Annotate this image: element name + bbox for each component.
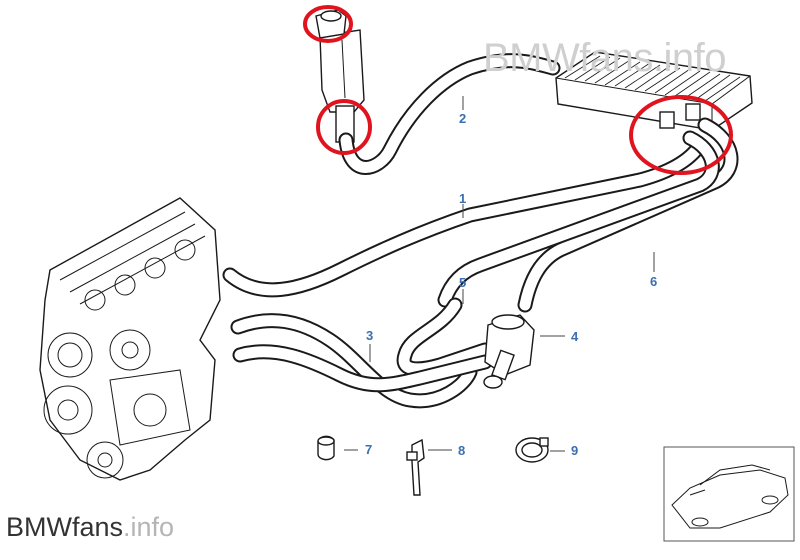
vehicle-thumbnail	[663, 446, 795, 542]
hose-6	[437, 117, 739, 313]
watermark-bottom-main: BMWfans	[6, 512, 124, 542]
callout-6: 6	[650, 274, 657, 289]
callout-8: 8	[458, 443, 465, 458]
highlight-ring-heater-ports	[629, 95, 733, 175]
watermark-bottom-suffix: .info	[123, 512, 175, 542]
callout-5: 5	[459, 275, 466, 290]
hose-5	[396, 297, 493, 377]
callout-2: 2	[459, 111, 466, 126]
callout-7: 7	[365, 442, 372, 457]
highlight-ring-tank-cap	[303, 5, 353, 43]
callout-4: 4	[571, 329, 579, 344]
hose-1	[222, 137, 708, 298]
callout-1: 1	[459, 191, 466, 206]
leader-lines	[344, 96, 655, 452]
heater-core	[555, 51, 753, 131]
clip-8	[406, 438, 425, 496]
watermark-bottom: BMWfans.info	[6, 512, 174, 543]
callout-9: 9	[571, 443, 578, 458]
hose-clamp-9	[515, 437, 549, 463]
highlight-ring-tank-outlet	[316, 99, 372, 155]
water-valve	[483, 314, 535, 389]
clamp-7	[317, 435, 335, 461]
watermark-top: BMWfans.info	[483, 36, 726, 80]
engine-block	[39, 197, 221, 481]
callout-3: 3	[366, 328, 373, 343]
expansion-tank	[315, 9, 365, 143]
hose-2	[338, 53, 561, 175]
hose-3	[230, 313, 493, 409]
